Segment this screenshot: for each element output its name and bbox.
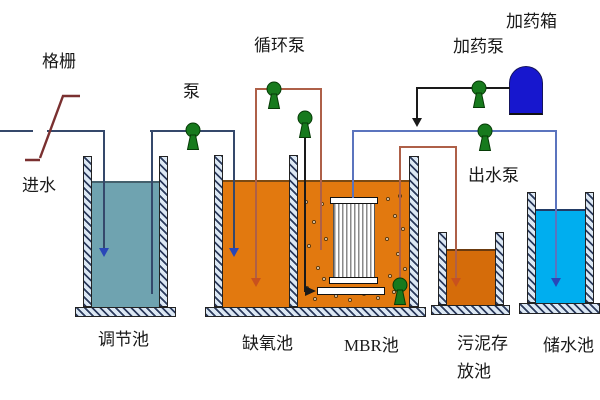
bubble-icon xyxy=(324,237,328,241)
sludge-pump-icon xyxy=(391,277,409,305)
circulation-pump-label: 循环泵 xyxy=(254,36,305,55)
aeration-flow-arrow-icon xyxy=(305,286,316,296)
influent-pipe-h1 xyxy=(0,130,33,132)
sludge-pipe-h xyxy=(399,146,457,148)
sludge-tank-base xyxy=(431,305,510,315)
sludge-pipe-drop xyxy=(455,146,457,278)
feed-pump-label: 泵 xyxy=(183,82,200,101)
permeate-pipe xyxy=(352,130,354,198)
bubble-icon xyxy=(393,214,397,218)
storage-tank-base xyxy=(519,303,600,314)
storage-tank-label: 储水池 xyxy=(543,336,594,355)
feed-pump-icon xyxy=(184,122,202,150)
bubble-icon xyxy=(385,237,389,241)
effluent-arrow-icon xyxy=(551,278,561,287)
bubble-icon xyxy=(313,297,317,301)
storage-tank-fill xyxy=(536,209,585,303)
influent-label: 进水 xyxy=(22,176,56,195)
dosing-pipe-h xyxy=(416,87,510,89)
mbr-tank-wall-right xyxy=(409,156,419,307)
influent-arrow-icon xyxy=(99,248,109,257)
effluent-pump-label: 出水泵 xyxy=(468,166,519,185)
aeration-pipe xyxy=(304,136,306,292)
dosing-arrow-icon xyxy=(412,118,422,127)
sludge-pipe-riser xyxy=(399,146,401,278)
anoxic-inlet-arrow-icon xyxy=(229,248,239,257)
anoxic-inlet-pipe xyxy=(233,130,235,248)
sludge-tank-label-line1: 污泥存 xyxy=(457,334,508,353)
anoxic-tank-label: 缺氧池 xyxy=(242,334,293,353)
dosing-pump-label: 加药泵 xyxy=(453,37,504,56)
sludge-tank-wall-right xyxy=(495,232,504,305)
bar-screen-icon xyxy=(25,94,80,162)
circulation-pump-icon xyxy=(265,81,283,109)
effluent-pipe-v xyxy=(555,130,557,278)
bubble-icon xyxy=(403,267,407,271)
bubble-icon xyxy=(388,274,392,278)
influent-pipe-v xyxy=(103,130,105,248)
regulating-tank-wall-right xyxy=(159,156,168,307)
aerator-bar xyxy=(317,287,385,295)
effluent-pipe-h xyxy=(352,130,557,132)
bubble-icon xyxy=(312,220,316,224)
membrane-module-fibers xyxy=(333,204,375,277)
sludge-arrow-icon xyxy=(451,278,461,287)
dosing-pump-icon xyxy=(470,80,488,108)
regulating-tank-wall-left xyxy=(83,156,92,307)
bubble-icon xyxy=(348,298,352,302)
storage-tank-wall-left xyxy=(527,192,536,303)
bubble-icon xyxy=(386,197,390,201)
dosing-tank-label: 加药箱 xyxy=(506,12,557,31)
dosing-pipe-v xyxy=(416,87,418,118)
bubble-icon xyxy=(392,290,396,294)
mbr-tank-label: MBR池 xyxy=(344,336,399,355)
regulating-tank-base xyxy=(75,307,176,317)
anoxic-tank-wall-left xyxy=(214,155,223,307)
circulation-arrow-icon xyxy=(251,278,261,287)
membrane-module-top-bar xyxy=(330,197,378,204)
sludge-tank-label-line2: 放池 xyxy=(457,362,491,381)
sludge-tank-wall-left xyxy=(438,232,447,305)
circulation-pipe-left xyxy=(255,88,257,279)
storage-tank-wall-right xyxy=(585,192,594,303)
bubble-icon xyxy=(376,296,380,300)
anoxic-mbr-shared-wall xyxy=(289,155,298,307)
bubble-icon xyxy=(307,244,311,248)
dosing-tank xyxy=(509,66,543,115)
bar-screen-label: 格栅 xyxy=(42,52,76,71)
bubble-icon xyxy=(401,227,405,231)
regulating-tank-label: 调节池 xyxy=(98,330,149,349)
effluent-pump-icon xyxy=(476,123,494,151)
aeration-pump-icon xyxy=(296,110,314,138)
regulating-suction-pipe xyxy=(151,130,153,294)
anoxic-mbr-tank-base xyxy=(205,307,426,317)
membrane-module-bottom-bar xyxy=(329,277,378,284)
circulation-pipe-top xyxy=(255,88,322,90)
circulation-pipe-right xyxy=(320,88,322,250)
influent-pipe-h2 xyxy=(47,130,105,132)
bubble-icon xyxy=(322,277,326,281)
bubble-icon xyxy=(316,266,320,270)
